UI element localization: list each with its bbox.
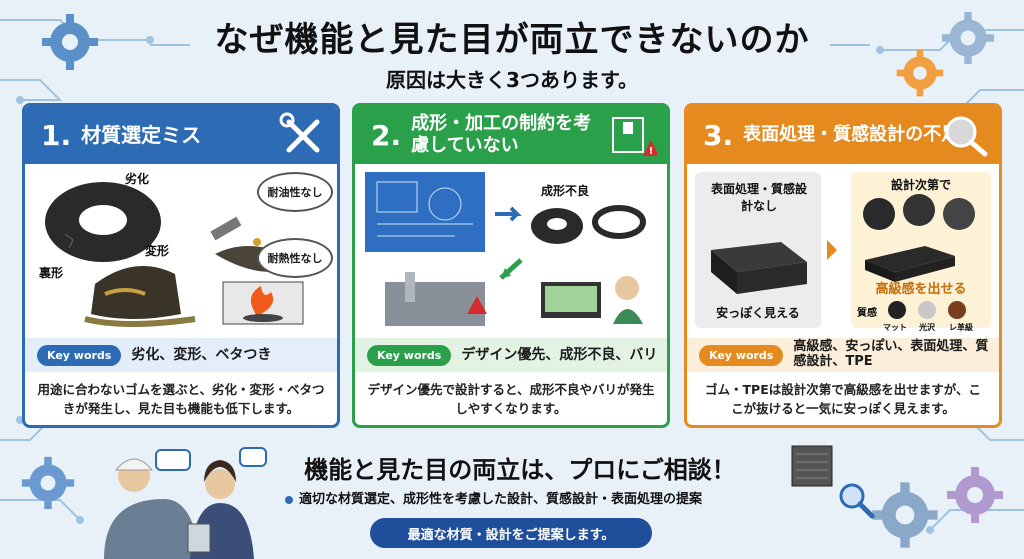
consult-bullet: 適切な材質選定、成形性を考慮した設計、質感設計・表面処理の提案 [285,488,825,507]
gear-icon [941,11,995,65]
label-premium-look: 高級感を出せる [875,282,967,297]
cause-panel-material: 1. 材質選定ミス 劣化 変形 裏形 耐油性なし 耐熱性なし Key words [22,103,340,428]
panel-title: 成形・加工の制約を考慮していない [411,113,592,156]
panel-header: 2. 成形・加工の制約を考慮していない ! [355,106,667,164]
swatch-matte: マット [883,323,907,332]
panel-header: 1. 材質選定ミス [25,106,337,164]
bullet-dot [285,495,293,504]
page-subtitle: 原因は大きく3つあります。 [386,68,638,92]
label-molding-defect: 成形不良 [541,184,590,198]
texture-sample-icon [791,445,833,487]
rubber-block-icon [711,194,975,319]
tools-icon [279,112,320,153]
label-warp: 裏形 [39,266,64,280]
keywords-bar: Key words デザイン優先、成形不良、バリ [355,338,667,372]
panel-number: 3. [703,118,734,152]
swatch-gloss: 光沢 [919,323,935,332]
gear-wrench-icon [896,49,944,97]
gear-icon [947,467,1003,523]
gear-icon [42,14,98,70]
panel-number: 2. [371,118,402,152]
label-looks-cheap: 安っぽく見える [716,306,800,320]
label-depends-on-design: 設計次第で [890,178,951,192]
consult-bullet-text: 適切な材質選定、成形性を考慮した設計、質感設計・表面処理の提案 [299,492,703,507]
molding-machine-warning-icon: ! [612,117,657,157]
swatch-leather: レ革級 [949,323,973,332]
keywords-text: 劣化、変形、ベタつき [131,346,272,363]
cause-panel-molding: 2. 成形・加工の制約を考慮していない ! 成形不良 [352,103,670,428]
consultants-illustration [104,447,267,559]
bubble-oil-resistance: 耐油性なし [257,172,333,212]
label-deterioration: 劣化 [125,172,150,186]
keywords-badge: Key words [699,344,784,366]
keywords-badge: Key words [367,344,452,366]
panel-description: デザイン優先で設計すると、成形不良やバリが発生しやすくなります。 [367,382,655,417]
panel-number: 1. [41,118,72,152]
keywords-bar: Key words 劣化、変形、ベタつき [25,338,337,372]
keywords-bar: Key words 高級感、安っぽい、表面処理、質感設計、TPE [687,338,999,372]
magnifier-icon [839,483,875,519]
rubber-ring-icon [45,182,305,327]
gear-icon [21,456,75,510]
bubble-heat-resistance: 耐熱性なし [257,238,333,278]
svg-text:!: ! [649,146,654,157]
panel-title: 表面処理・質感設計の不足 [743,124,960,146]
panel-title: 材質選定ミス [81,123,202,147]
page-title: なぜ機能と見た目が両立できないのか [214,20,810,60]
keywords-text: デザイン優先、成形不良、バリ [461,346,658,363]
keywords-text: 高級感、安っぽい、表面処理、質感設計、TPE [793,339,989,369]
panel-description: 用途に合わないゴムを選ぶと、劣化・変形・ベタつきが発生し、見た目も機能も低下しま… [37,382,325,417]
blueprint-icon [365,172,646,326]
keywords-badge: Key words [37,344,122,366]
cause-panel-surface: 3. 表面処理・質感設計の不足 表面処理・質感設計なし 安っぽく見える 設計次第… [684,103,1002,428]
proposal-button[interactable]: 最適な材質・設計をご提案します。 [370,518,652,548]
panel-description: ゴム・TPEは設計次第で高級感を出せますが、ここが抜けると一気に安っぽく見えます… [705,382,981,417]
magnifier-icon [945,116,988,157]
label-no-surface-design: 表面処理・質感設計なし [710,182,807,213]
panel-header: 3. 表面処理・質感設計の不足 [687,106,999,164]
material-failure-illustration: 劣化 変形 裏形 耐油性なし 耐熱性なし [25,164,337,332]
consult-heading: 機能と見た目の両立は、プロにご相談！ [304,456,736,484]
molding-constraint-illustration: 成形不良 [355,164,667,332]
gear-icon [872,482,938,548]
label-texture: 質感 [857,308,877,319]
surface-comparison-illustration: 表面処理・質感設計なし 安っぽく見える 設計次第で 高級感を出せる 質感 マット… [687,164,999,332]
label-deformation: 変形 [145,244,170,258]
